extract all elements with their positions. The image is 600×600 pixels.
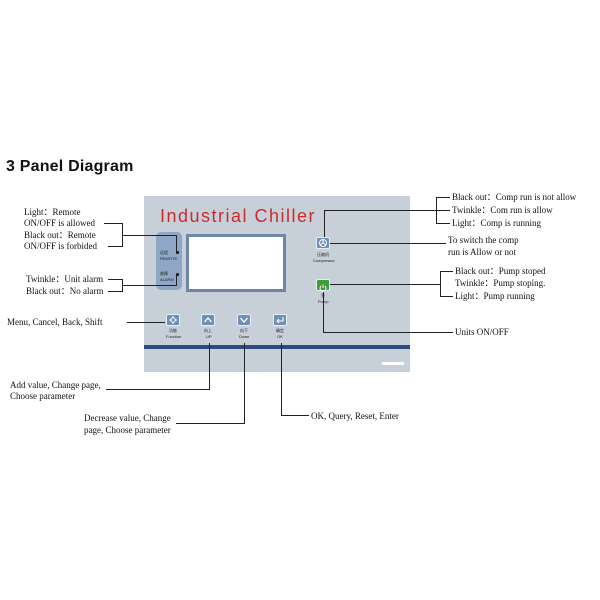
compressor-label-cn: 压缩机	[317, 252, 329, 257]
callout-comp-switch-1: To switch the comp	[448, 235, 519, 245]
callout-decrease-value-2: page, Choose parameter	[84, 425, 171, 435]
callout-pump-status-3: Light：Pump running	[455, 291, 535, 301]
alarm-lamp-label-cn: 故障	[160, 271, 168, 276]
callout-add-value-2: Choose parameter	[10, 391, 76, 401]
down-label-cn: 向下	[240, 328, 248, 333]
callout-remote-black-1: Black out：Remote	[24, 230, 96, 240]
compressor-label-en: Compressor	[313, 258, 335, 263]
callout-comp-status-3: Light：Comp is running	[452, 218, 542, 228]
callout-add-value-1: Add value, Change page,	[10, 380, 101, 390]
callout-comp-status-2: Twinkle：Com run is allow	[452, 205, 553, 215]
page-title: 3 Panel Diagram	[6, 158, 134, 175]
remote-lamp-label-cn: 远程	[160, 250, 168, 255]
function-label-en: Function	[166, 334, 182, 339]
fan-icon	[319, 239, 327, 247]
callout-comp-status-1: Black out：Comp run is not allow	[452, 192, 577, 202]
callout-remote-light-1: Light：Remote	[24, 207, 81, 217]
down-button[interactable]	[237, 314, 251, 326]
function-label-cn: 功能	[169, 328, 177, 333]
compressor-button[interactable]	[316, 237, 330, 249]
arrow-down-icon	[240, 317, 248, 323]
up-label-cn: 向上	[204, 328, 212, 333]
panel-stripe	[144, 345, 410, 349]
lcd-screen	[186, 234, 286, 292]
callout-comp-switch-2: run is Allow or not	[448, 247, 517, 257]
callout-pump-status-1: Black out：Pump stoped	[455, 266, 546, 276]
callout-alarm-2: Black out：No alarm	[26, 286, 104, 296]
panel-title: Industrial Chiller	[160, 206, 317, 226]
callout-remote-light-2: ON/OFF is allowed	[24, 218, 96, 228]
alarm-lamp	[176, 273, 179, 276]
ok-label-en: OK	[277, 334, 283, 339]
callout-units: Units ON/OFF	[455, 327, 509, 337]
callout-alarm-1: Twinkle：Unit alarm	[26, 274, 104, 284]
power-icon	[319, 284, 327, 292]
function-button[interactable]	[166, 314, 180, 326]
panel-tag	[382, 362, 404, 365]
ok-label-cn: 确定	[276, 328, 284, 333]
pump-button[interactable]	[316, 279, 330, 292]
callout-decrease-value-1: Decrease value, Change	[84, 413, 171, 423]
arrow-up-icon	[204, 317, 212, 323]
indicator-pad	[156, 232, 182, 290]
up-label-en: UP	[206, 334, 212, 339]
alarm-lamp-label-en: ALARM	[160, 277, 174, 282]
callout-menu: Menu, Cancel, Back, Shift	[7, 317, 103, 327]
remote-lamp	[176, 251, 179, 254]
up-button[interactable]	[201, 314, 215, 326]
ok-button[interactable]	[273, 314, 287, 326]
enter-icon	[276, 317, 284, 324]
gear-icon	[169, 316, 177, 324]
down-label-en: Down	[239, 334, 250, 339]
remote-lamp-label-en: REMOTE	[160, 256, 178, 261]
callout-ok: OK, Query, Reset, Enter	[311, 411, 399, 421]
callout-remote-black-2: ON/OFF is forbided	[24, 241, 98, 251]
callout-pump-status-2: Twinkle：Pump stoping.	[455, 278, 546, 288]
